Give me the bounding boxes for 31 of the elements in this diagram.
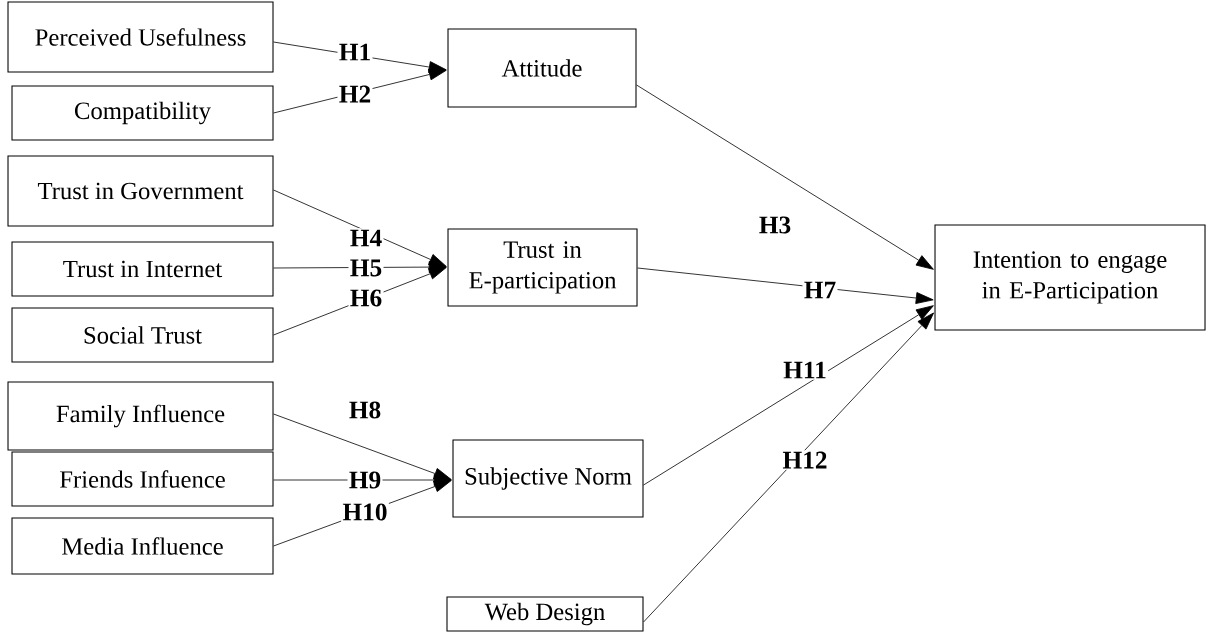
variable-box: Perceived Usefulness (7, 1, 274, 73)
variable-box: Trust in E-participation (447, 228, 638, 307)
variable-box: Family Influence (7, 381, 274, 451)
edge-label: H12 (781, 450, 829, 470)
edge-label: H4 (348, 228, 384, 248)
variable-box: Friends Infuence (11, 451, 274, 507)
edge-label: H5 (348, 258, 384, 278)
edge-label: H2 (337, 84, 373, 104)
arrow (643, 312, 934, 623)
variable-box: Trust in Government (7, 155, 274, 227)
variable-box: Trust in Internet (11, 241, 274, 297)
variable-box: Attitude (447, 28, 637, 108)
edge-label: H8 (347, 400, 383, 420)
edge-label: H9 (347, 470, 383, 490)
variable-box: Web Design (446, 596, 644, 632)
arrow (643, 305, 934, 486)
variable-box: Media Influence (11, 517, 274, 575)
edge-label: H11 (781, 360, 829, 380)
edge-label: H1 (337, 42, 373, 62)
edge-label: H7 (802, 280, 838, 300)
variable-box: Compatibility (11, 85, 274, 141)
arrow (636, 84, 934, 270)
variable-box: Social Trust (11, 307, 274, 363)
arrow (637, 267, 934, 304)
arrow (273, 267, 447, 336)
edge-label: H10 (341, 502, 389, 522)
variable-box: Subjective Norm (452, 439, 644, 518)
edge-label: H6 (348, 288, 384, 308)
variable-box: Intention to engage in E-Participation (934, 224, 1206, 331)
edge-label: H3 (757, 215, 793, 235)
arrow (273, 68, 447, 114)
